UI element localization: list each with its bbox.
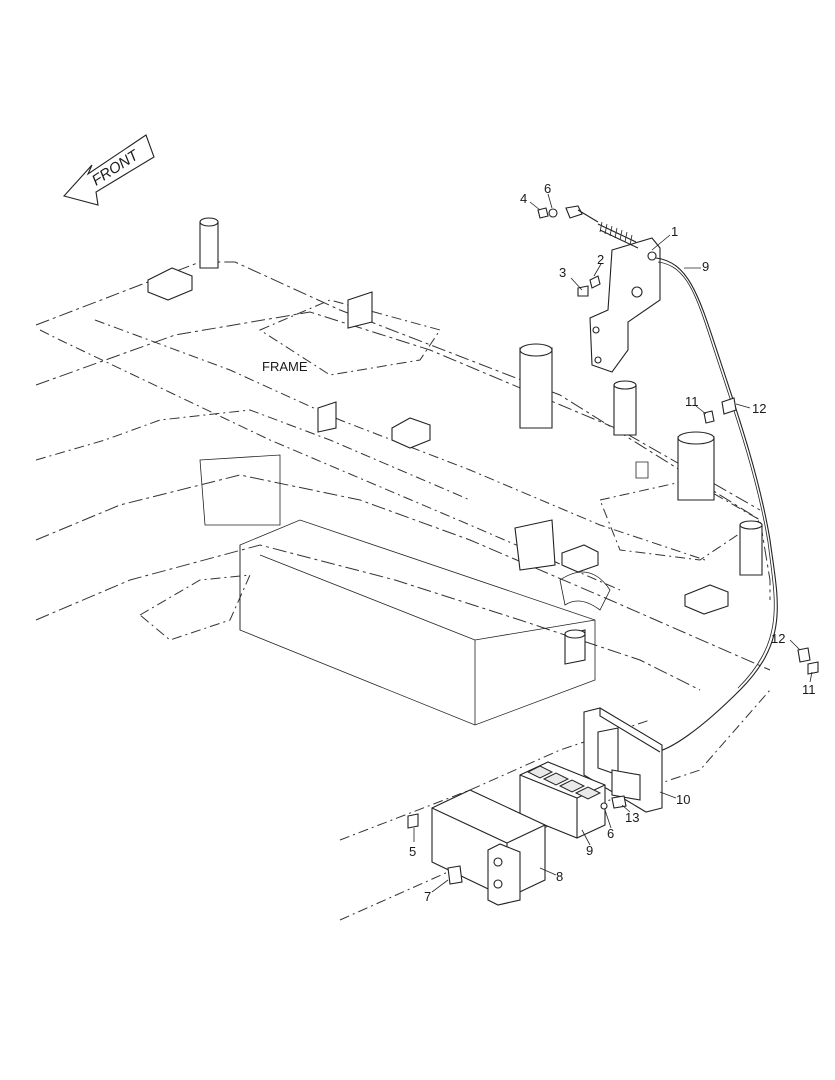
leader-lines xyxy=(413,193,813,893)
callout-11-lower: 11 xyxy=(802,682,816,697)
frame-outline xyxy=(35,261,771,921)
callout-12-upper: 12 xyxy=(752,401,766,416)
callout-6-lower: 6 xyxy=(607,826,614,841)
front-arrow-icon: FRONT xyxy=(62,134,155,206)
frame-posts xyxy=(147,217,763,665)
callouts: 1 2 3 4 5 6 6 7 8 9 9 10 11 11 12 12 13 xyxy=(409,181,816,904)
switch-block xyxy=(519,761,606,839)
callout-5: 5 xyxy=(409,844,416,859)
callout-9-upper: 9 xyxy=(702,259,709,274)
control-cable xyxy=(654,257,778,753)
callout-10: 10 xyxy=(676,792,690,807)
frame-label: FRAME xyxy=(262,359,308,374)
callout-9-lower: 9 xyxy=(586,843,593,858)
callout-4: 4 xyxy=(520,191,527,206)
cable-clamps xyxy=(703,397,819,675)
callout-7: 7 xyxy=(424,889,431,904)
callout-1: 1 xyxy=(671,224,678,239)
callout-12-lower: 12 xyxy=(771,631,785,646)
callout-8: 8 xyxy=(556,869,563,884)
callout-6-upper: 6 xyxy=(544,181,551,196)
callout-3: 3 xyxy=(559,265,566,280)
callout-2: 2 xyxy=(597,252,604,267)
callout-13: 13 xyxy=(625,810,639,825)
lever-bracket-assembly xyxy=(537,205,661,373)
callout-11-upper: 11 xyxy=(685,394,699,409)
